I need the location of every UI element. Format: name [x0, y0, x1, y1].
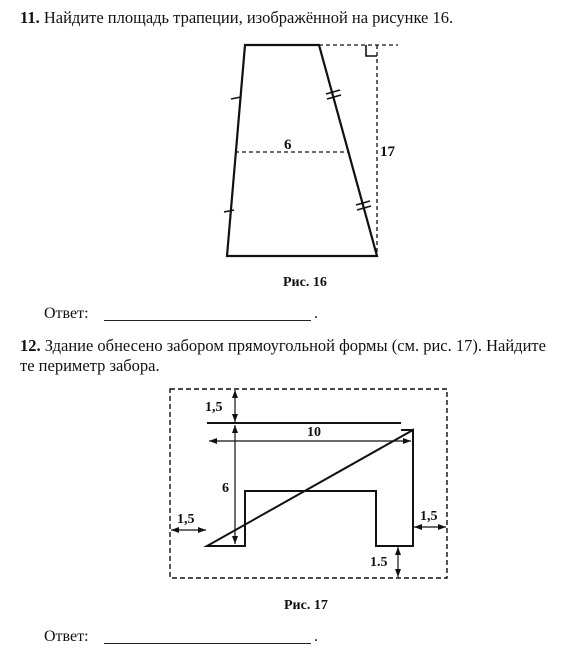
task-11-statement: 11. Найдите площадь трапеции, изображённ… [20, 8, 453, 27]
top-gap-arrow-top-head [232, 390, 238, 398]
width-arrow-right-head [403, 438, 411, 444]
trapezoid-shape [225, 43, 379, 258]
left-side-tick-bottom [223, 209, 235, 213]
top-gap-label: 1,5 [205, 400, 223, 415]
task-11-answer-field[interactable] [104, 320, 311, 321]
task-11-text: Найдите площадь трапеции, изображённой н… [43, 8, 454, 27]
bottom-gap-arrow-top-head [395, 547, 401, 555]
right-side-tick-top-2 [326, 94, 342, 100]
left-gap-arrow-left-head [171, 527, 179, 533]
task-12-text-line1: Здание обнесено забором прямоугольной фо… [44, 336, 546, 355]
task-12-answer-label: Ответ: [44, 628, 89, 645]
right-angle-marker [365, 45, 377, 57]
right-side-tick-top-1 [325, 89, 341, 95]
task-12-answer-end: . [314, 628, 318, 645]
task-12-number: 12. [20, 336, 41, 355]
task-12-statement: 12. Здание обнесено забором прямоугольно… [20, 336, 546, 355]
task-12-answer-field[interactable] [104, 643, 311, 644]
height-6-label: 6 [222, 481, 229, 496]
figure-17-caption: Рис. 17 [284, 598, 328, 613]
bottom-gap-arrow-bottom-head [395, 569, 401, 577]
right-gap-arrow-right-head [438, 524, 446, 530]
left-gap-label: 1,5 [177, 512, 195, 527]
right-gap-arrow-left-head [414, 524, 422, 530]
left-side-tick-top [230, 96, 242, 100]
figure-17-fence-plan: 1,5 10 6 1,5 1,5 1.5 Рис. 17 [169, 388, 448, 613]
midline-label: 6 [284, 137, 292, 153]
building-shape [203, 422, 414, 547]
right-side-tick-bottom-2 [356, 205, 372, 211]
width-label: 10 [307, 425, 321, 440]
left-gap-arrow-right-head [198, 527, 206, 533]
figure-16-caption: Рис. 16 [283, 275, 327, 290]
task-11-answer-end: . [314, 305, 318, 322]
bottom-gap-label: 1.5 [370, 555, 388, 570]
task-11-number: 11. [20, 8, 40, 27]
top-gap-arrow-bottom-head [232, 414, 238, 422]
right-gap-label: 1,5 [420, 509, 438, 524]
fence-outline [169, 388, 448, 579]
task-11-answer-label: Ответ: [44, 305, 89, 322]
width-arrow-left-head [209, 438, 217, 444]
task-12-text-line2: те периметр забора. [20, 356, 160, 375]
height-label: 17 [380, 144, 396, 160]
height-arrow-bottom-head [232, 536, 238, 544]
right-side-tick-bottom-1 [355, 200, 371, 206]
height-arrow-top-head [232, 425, 238, 433]
